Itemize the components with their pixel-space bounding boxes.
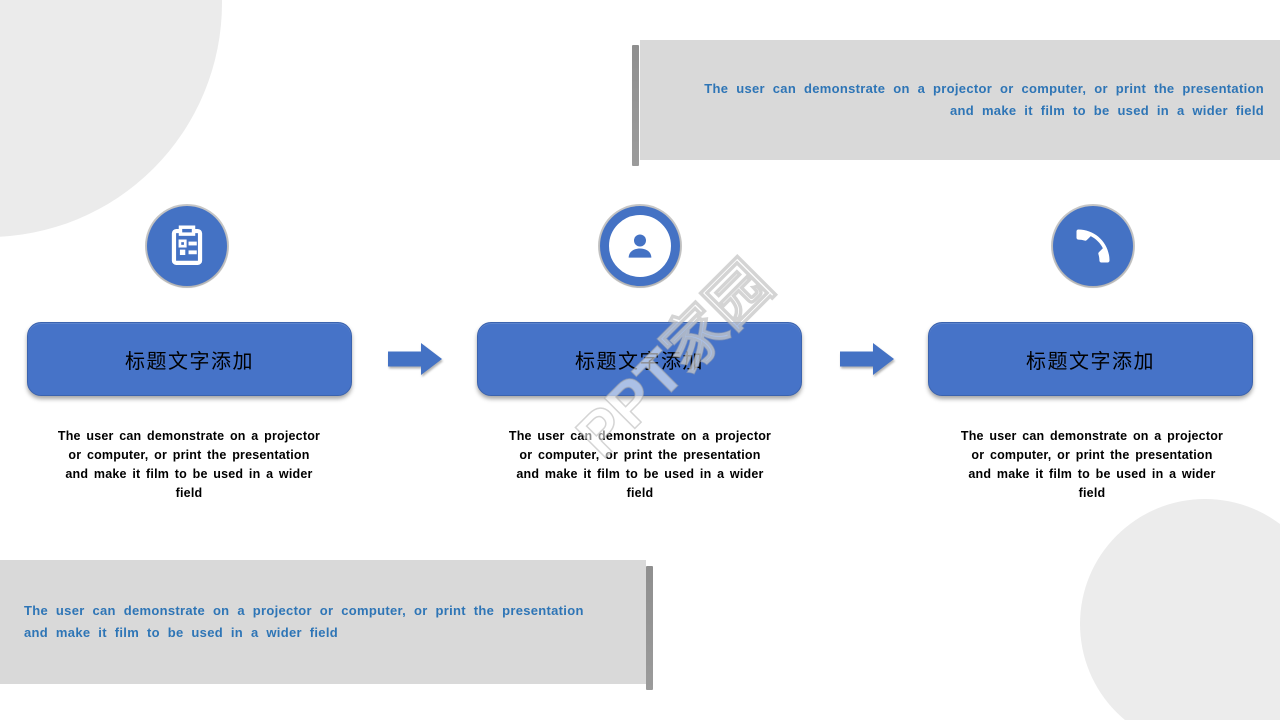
callout-line: The user can demonstrate on a projector … — [24, 603, 584, 618]
body-line: or computer, or print the presentation — [519, 448, 761, 462]
body-line: or computer, or print the presentation — [971, 448, 1213, 462]
callout-line: and make it film to be used in a wider f… — [950, 103, 1264, 118]
step-1-title-box: 标题文字添加 — [27, 322, 352, 396]
right-arrow-icon — [388, 343, 442, 375]
body-line: field — [175, 486, 203, 500]
user-icon — [600, 206, 680, 286]
user-icon-glyph — [628, 234, 652, 258]
phone-icon — [1053, 206, 1133, 286]
callout-line: and make it film to be used in a wider f… — [24, 625, 338, 640]
decor-circle-top-left — [0, 0, 222, 237]
callout-line: The user can demonstrate on a projector … — [704, 81, 1264, 96]
clipboard-icon — [147, 206, 227, 286]
step-1-body: The user can demonstrate on a projector … — [29, 427, 349, 503]
body-line: The user can demonstrate on a projector — [508, 429, 772, 443]
clipboard-icon-glyph — [171, 225, 203, 265]
body-line: The user can demonstrate on a projector — [960, 429, 1224, 443]
body-line: field — [626, 486, 654, 500]
right-arrow-icon — [840, 343, 894, 375]
callout-top-right: The user can demonstrate on a projector … — [640, 40, 1280, 160]
body-line: and make it film to be used in a wider — [516, 467, 764, 481]
callout-bottom-left: The user can demonstrate on a projector … — [0, 560, 646, 684]
body-line: and make it film to be used in a wider — [968, 467, 1216, 481]
step-2-body: The user can demonstrate on a projector … — [480, 427, 800, 503]
body-line: The user can demonstrate on a projector — [57, 429, 321, 443]
step-2-title-box: 标题文字添加 — [477, 322, 802, 396]
step-1-title: 标题文字添加 — [125, 350, 254, 373]
body-line: or computer, or print the presentation — [68, 448, 310, 462]
phone-icon-glyph — [1076, 229, 1110, 263]
callout-top-right-shadow-bar — [632, 45, 639, 166]
body-line: field — [1078, 486, 1106, 500]
step-3-title-box: 标题文字添加 — [928, 322, 1253, 396]
callout-bottom-left-shadow-bar — [646, 566, 653, 690]
body-line: and make it film to be used in a wider — [65, 467, 313, 481]
decor-circle-bottom-right — [1080, 499, 1280, 720]
step-3-body: The user can demonstrate on a projector … — [932, 427, 1252, 503]
step-3-title: 标题文字添加 — [1026, 350, 1155, 373]
step-2-title: 标题文字添加 — [575, 350, 704, 373]
